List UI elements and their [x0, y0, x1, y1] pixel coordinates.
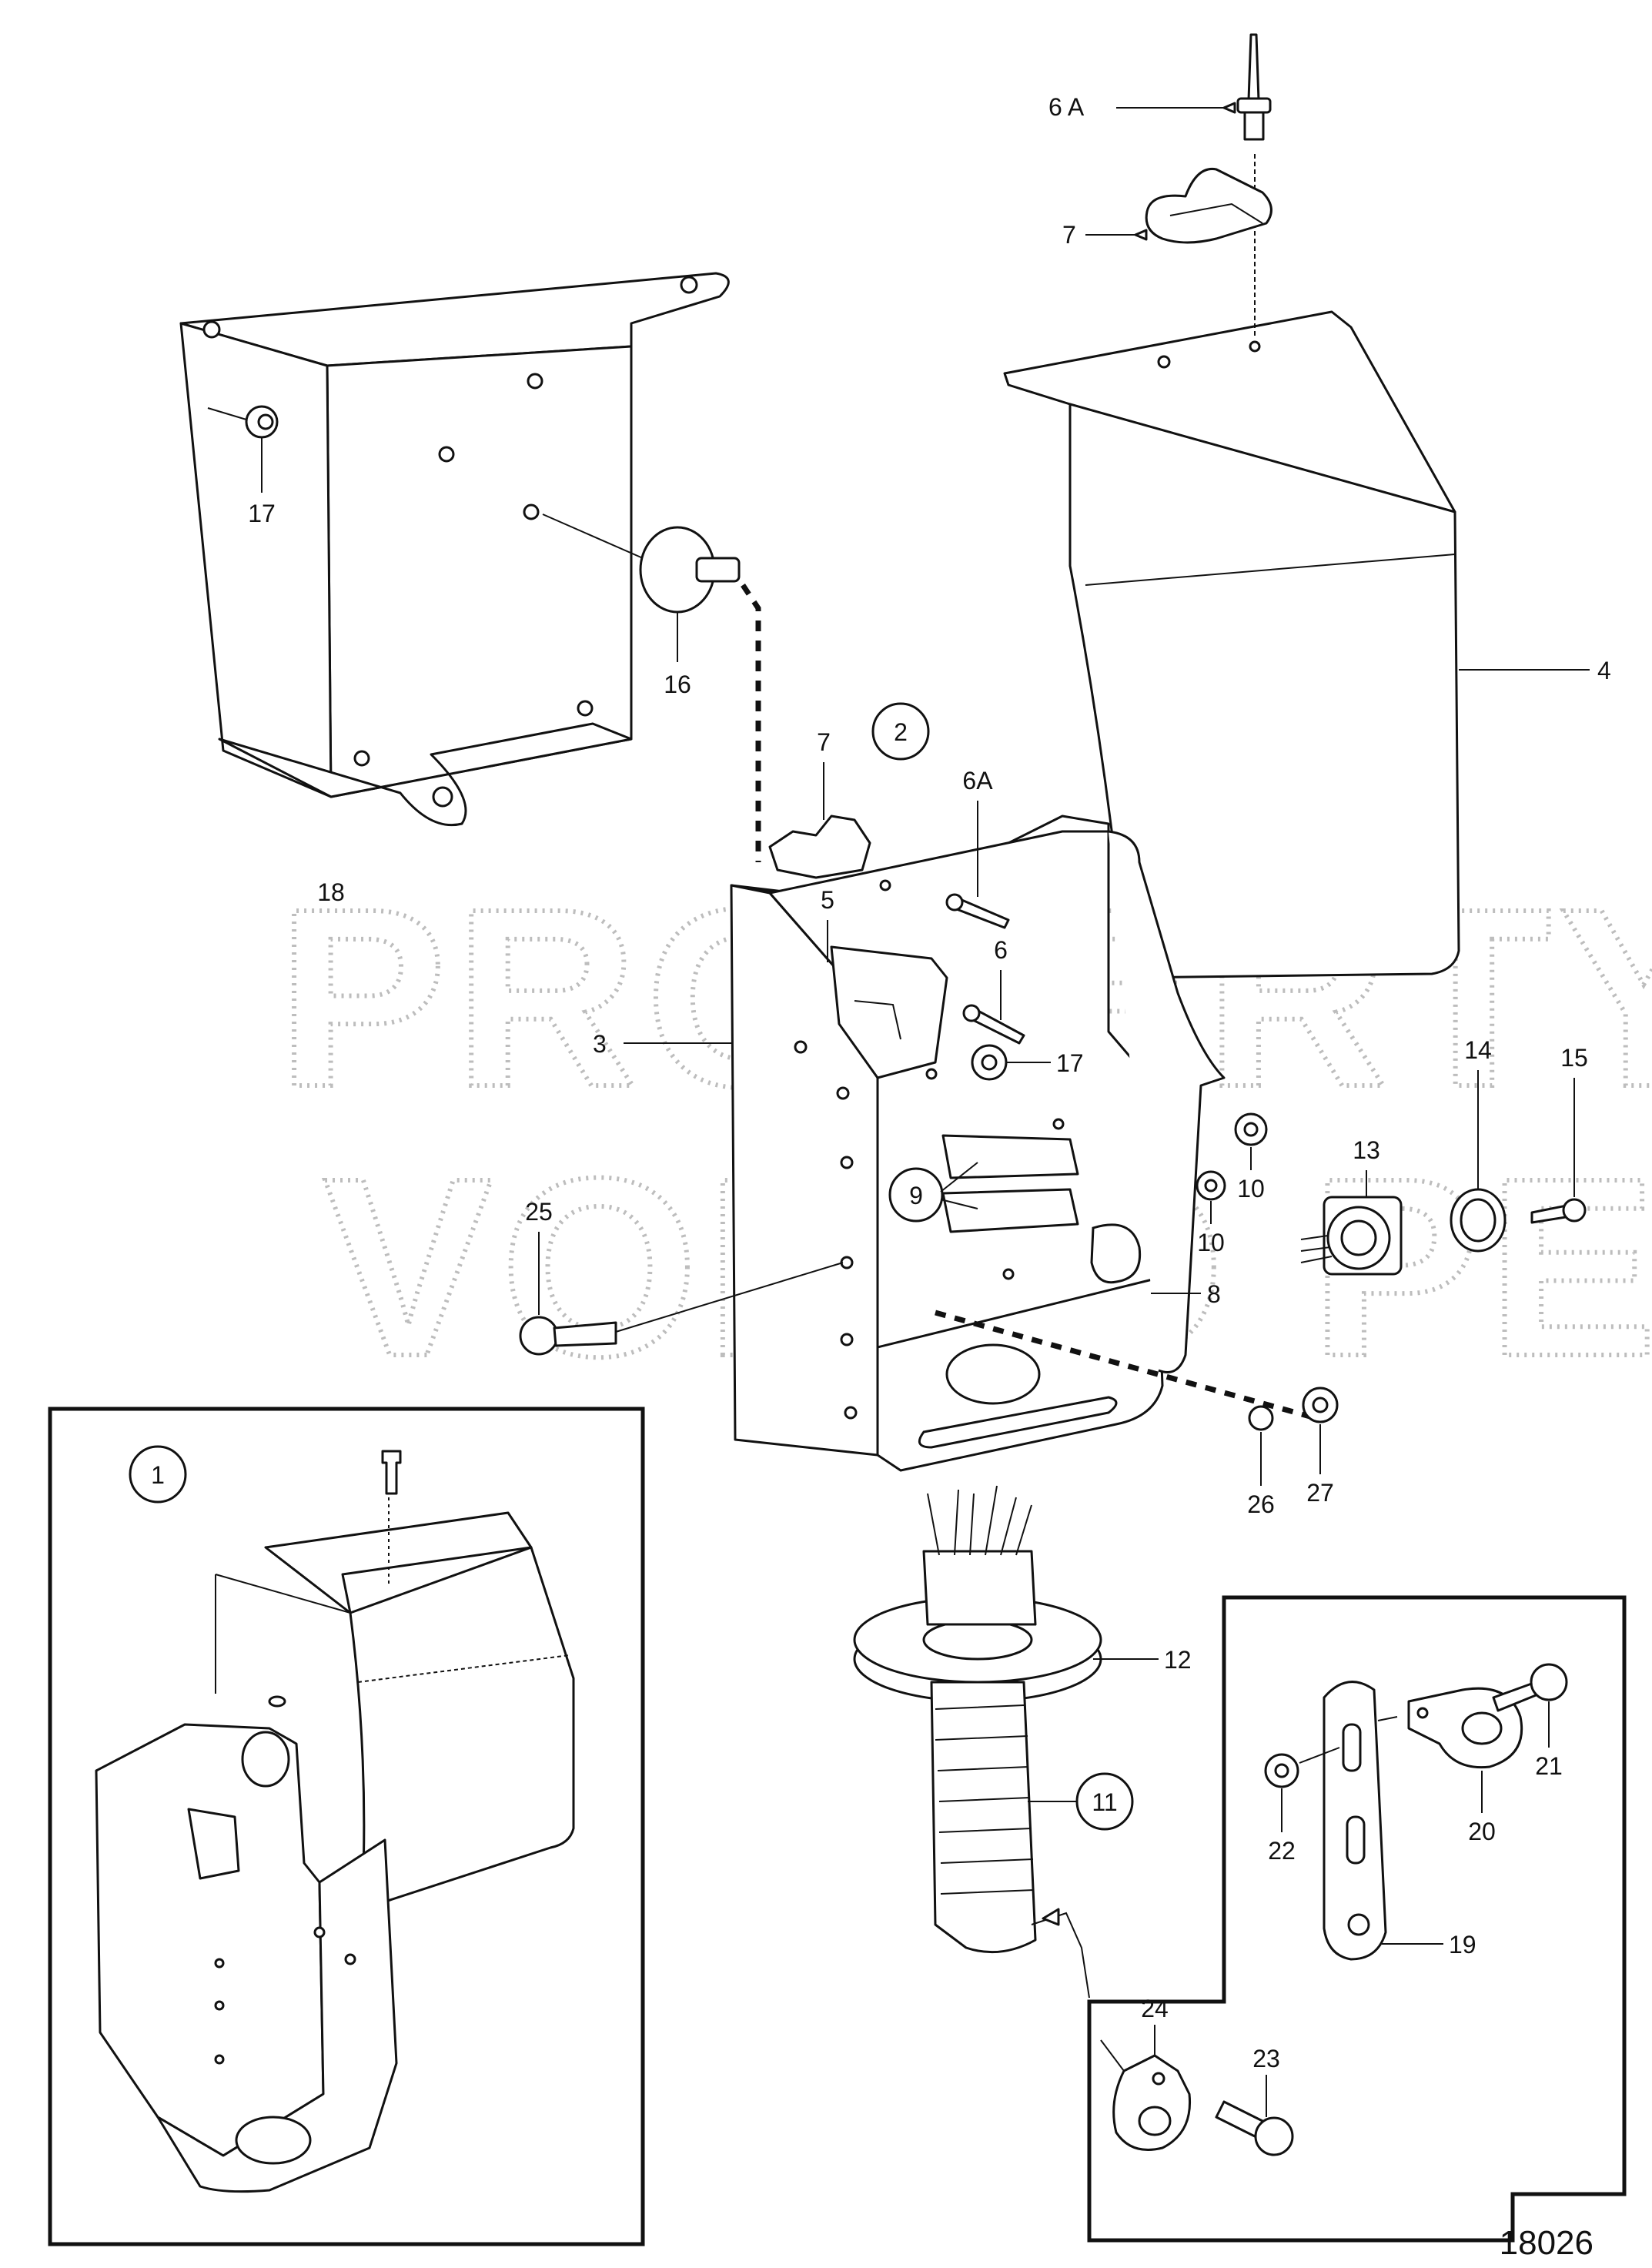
ring-14 — [1450, 1070, 1507, 1253]
part-label-27: 27 — [1306, 1479, 1334, 1507]
part-label-4: 4 — [1597, 657, 1611, 684]
strap-19 — [1323, 1681, 1443, 1961]
nut-10-b — [1196, 1170, 1226, 1224]
switch-5 — [827, 920, 948, 1079]
clamp-inset-frame — [1087, 1595, 1627, 2243]
part-label-25: 25 — [525, 1198, 553, 1226]
inset-1-frame — [48, 1407, 645, 2246]
part-label-8: 8 — [1207, 1280, 1221, 1308]
part-label-10-b: 10 — [1197, 1229, 1225, 1256]
part-label-5: 5 — [821, 886, 834, 914]
relays-9 — [888, 1134, 1079, 1233]
part-labels: 6 A 7 4 17 16 18 7 6A 5 6 17 3 10 10 13 … — [248, 93, 1611, 2072]
callout-variant-2-text: 2 — [894, 718, 908, 746]
figure-number: 18026 — [1500, 2224, 1593, 2262]
clamp-20 — [1377, 1687, 1523, 1813]
part-label-6a-mid: 6A — [962, 767, 993, 794]
part-label-21: 21 — [1535, 1752, 1563, 1780]
inset-1-assembly — [95, 1450, 575, 2193]
nut-22 — [1264, 1747, 1340, 1832]
part-label-12: 12 — [1164, 1646, 1192, 1674]
pin-6a-top — [1116, 33, 1272, 141]
part-label-20: 20 — [1468, 1818, 1496, 1845]
part-label-24: 24 — [1141, 1995, 1169, 2022]
latch-7-top — [1085, 167, 1272, 244]
callout-relay-9: 9 — [909, 1182, 923, 1209]
part-label-6a-top: 6 A — [1048, 93, 1085, 121]
rubber-mount-16 — [542, 513, 761, 862]
screw-15 — [1530, 1078, 1587, 1224]
part-label-9: 9 — [909, 1182, 923, 1209]
washer-26 — [1248, 1405, 1274, 1486]
part-label-14: 14 — [1464, 1036, 1492, 1064]
clamp-24 — [1100, 2025, 1192, 2151]
part-label-16: 16 — [664, 671, 691, 698]
part-label-3: 3 — [593, 1030, 607, 1058]
callout-inset-1-text: 1 — [151, 1461, 165, 1489]
bolt-23 — [1215, 2075, 1294, 2156]
harness-11 — [922, 1485, 1134, 1999]
connector-13 — [1300, 1170, 1403, 1276]
nut-27 — [1302, 1387, 1339, 1474]
part-label-23: 23 — [1252, 2045, 1280, 2072]
part-label-6: 6 — [994, 936, 1008, 964]
grommet-17-left — [207, 405, 279, 493]
part-label-22: 22 — [1268, 1837, 1296, 1865]
part-label-17-mid: 17 — [1056, 1049, 1084, 1077]
part-label-10-a: 10 — [1237, 1175, 1265, 1203]
callout-variant-2: 2 — [871, 702, 930, 761]
callout-harness-11: 11 — [1092, 1788, 1117, 1816]
nut-10-a — [1234, 1112, 1268, 1170]
part-label-7-mid: 7 — [817, 728, 831, 756]
callout-inset-1: 1 — [129, 1445, 187, 1504]
part-label-7-top: 7 — [1062, 221, 1076, 249]
mounting-bracket-18 — [179, 272, 730, 827]
part-label-15: 15 — [1560, 1044, 1588, 1072]
part-label-17-left: 17 — [248, 500, 276, 527]
grommet-12 — [853, 1596, 1159, 1703]
callout-harness-11-text: 11 — [1092, 1788, 1117, 1816]
part-label-13: 13 — [1353, 1136, 1380, 1164]
pin-6a-mid — [945, 801, 1010, 929]
part-label-26: 26 — [1247, 1490, 1275, 1518]
part-label-18: 18 — [317, 878, 345, 906]
latch-7-mid — [768, 762, 871, 879]
cover-4 — [1003, 154, 1590, 979]
bolt-21 — [1492, 1663, 1568, 1748]
nut-17-mid — [971, 1044, 1051, 1081]
pin-6 — [962, 970, 1025, 1045]
bolt-25 — [519, 1232, 844, 1356]
part-label-19: 19 — [1449, 1931, 1476, 1959]
